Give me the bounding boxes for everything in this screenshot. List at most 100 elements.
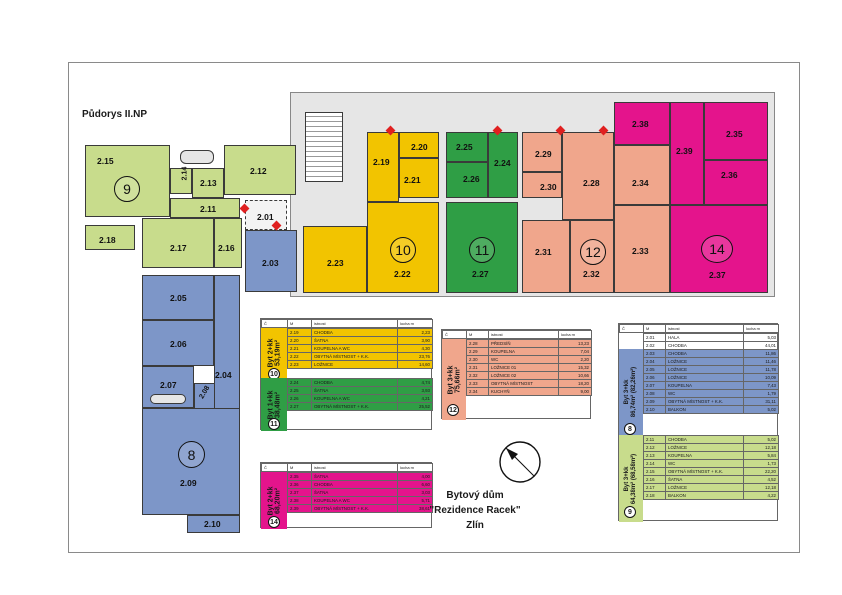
room-number-cell: 2.22 <box>287 352 312 361</box>
room-label: 2.21 <box>404 175 421 185</box>
room-area-cell: 15,32 <box>558 363 592 372</box>
room-name-cell: ŠATNA <box>311 386 398 395</box>
room-2-31 <box>522 220 570 293</box>
room-name-cell: LOŽNICE <box>665 357 744 366</box>
room-label: 2.35 <box>726 129 743 139</box>
apartment-8-marker: 8 <box>178 441 205 468</box>
room-number-cell: 2.08 <box>643 389 666 398</box>
col-area: locha m <box>397 463 433 472</box>
room-label: 2.05 <box>170 293 187 303</box>
room-area-cell: 22,20 <box>743 467 779 476</box>
room-number-cell: 2.37 <box>287 488 312 497</box>
room-area-cell: 7,04 <box>558 347 592 356</box>
building-line-2: "Rezidence Racek" <box>429 505 521 516</box>
room-number-cell: 2.27 <box>287 402 312 411</box>
room-name-cell: OBYTNÁ MÍSTNOST + K.K. <box>665 397 744 406</box>
room-area-cell: 4,22 <box>743 491 779 500</box>
building-line-1: Bytový dům <box>446 490 504 501</box>
room-name-cell: CHODBA <box>665 349 744 358</box>
col-name: istnost <box>488 330 559 339</box>
building-caption: Bytový dům "Rezidence Racek" Zlín <box>420 488 530 533</box>
room-number-cell: 2.36 <box>287 480 312 489</box>
room-number-cell: 2.34 <box>466 387 489 396</box>
room-area-cell: 11,78 <box>743 365 779 374</box>
room-name-cell: LOŽNICE 01 <box>488 363 559 372</box>
room-area-cell: 5,84 <box>743 451 779 460</box>
room-area-cell: 7,43 <box>743 381 779 390</box>
room-number-cell: 2.29 <box>466 347 489 356</box>
room-label: 2.14 <box>181 166 189 181</box>
room-name-cell: KOUPELNA <box>665 381 744 390</box>
col-name: istnost <box>311 319 398 328</box>
room-name-cell: WC <box>488 355 559 364</box>
room-label: 2.25 <box>456 142 473 152</box>
room-number-cell: 2.07 <box>643 381 666 390</box>
room-label: 2.01 <box>257 212 274 222</box>
room-name-cell: CHODBA <box>665 435 744 444</box>
apartment-11-marker: 11 <box>469 237 495 263</box>
room-number-cell: 2.38 <box>287 496 312 505</box>
room-name-cell: LOŽNICE <box>665 365 744 374</box>
room-label: 2.27 <box>472 269 489 279</box>
room-label: 2.17 <box>170 243 187 253</box>
room-number-cell: 2.31 <box>466 363 489 372</box>
room-2-17 <box>142 218 214 268</box>
room-area-cell: 2,20 <box>558 355 592 364</box>
room-name-cell: OBYTNÁ MÍSTNOST <box>488 379 559 388</box>
room-name-cell: KOUPELNA A WC <box>311 496 398 505</box>
apartment-10-marker: 10 <box>390 237 416 263</box>
plan-title: Půdorys II.NP <box>82 109 148 120</box>
room-name-cell: WC <box>665 389 744 398</box>
col-m: M <box>287 319 312 328</box>
room-2-35 <box>704 102 768 160</box>
room-area-cell: 2,23 <box>397 328 433 337</box>
room-area-cell: 11,86 <box>743 349 779 358</box>
room-area-cell: 11,46 <box>743 357 779 366</box>
room-label: 2.04 <box>215 370 232 380</box>
room-label: 2.15 <box>97 156 114 166</box>
room-label: 2.07 <box>160 380 177 390</box>
room-name-cell: OBYTNÁ MÍSTNOST + K.K. <box>311 352 398 361</box>
room-name-cell: CHODBA <box>311 480 398 489</box>
room-label: 2.38 <box>632 119 649 129</box>
north-arrow-icon <box>499 441 541 483</box>
room-number-cell: 2.28 <box>466 339 489 348</box>
room-area-cell: 23,76 <box>397 352 433 361</box>
room-number-cell: 2.16 <box>643 475 666 484</box>
room-number-cell: 2.03 <box>643 349 666 358</box>
col-area: locha m <box>743 324 779 333</box>
room-area-cell: 3,90 <box>397 336 433 345</box>
room-area-cell: 18,20 <box>558 379 592 388</box>
room-name-cell: KOUPELNA <box>665 451 744 460</box>
room-area-cell: 5,02 <box>743 435 779 444</box>
room-label: 2.06 <box>170 339 187 349</box>
col-m: M <box>287 463 312 472</box>
room-label: 2.16 <box>218 243 235 253</box>
room-number-cell: 2.18 <box>643 491 666 500</box>
room-number-cell: 2.12 <box>643 443 666 452</box>
room-label: 2.24 <box>494 158 511 168</box>
room-name-cell: KOUPELNA <box>488 347 559 356</box>
room-name-cell: ŠATNA <box>665 475 744 484</box>
room-name-cell: LOŽNICE 02 <box>488 371 559 380</box>
room-2-03 <box>245 230 297 292</box>
room-label: 2.28 <box>583 178 600 188</box>
room-label: 2.32 <box>583 269 600 279</box>
room-number-cell: 2.15 <box>643 467 666 476</box>
